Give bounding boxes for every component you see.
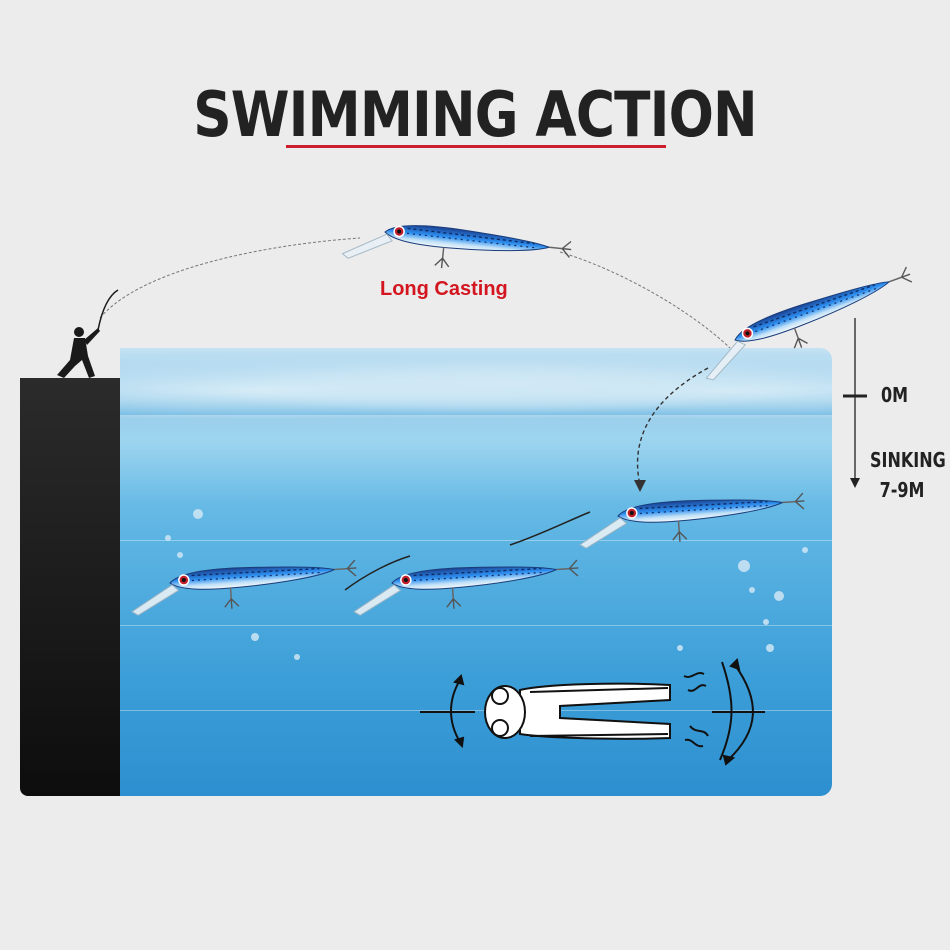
water-line <box>120 625 832 626</box>
sinking-path-arrowhead <box>634 480 646 492</box>
lure-icon <box>693 265 922 383</box>
water-haze <box>120 415 832 505</box>
water-body <box>120 390 832 796</box>
motion-line <box>509 511 591 546</box>
swing-motion-icon <box>420 658 765 766</box>
water-line <box>120 540 832 541</box>
motion-line <box>344 555 411 591</box>
lure-icon <box>341 216 573 283</box>
lure-icon <box>350 558 582 617</box>
long-casting-label: Long Casting <box>380 278 508 300</box>
lure-icon <box>576 491 808 550</box>
depth-sinking-label: SINKING 7-9M <box>870 445 946 505</box>
lure-icon <box>128 558 360 617</box>
page-title: SWIMMING ACTION <box>193 78 757 151</box>
angler-silhouette <box>57 289 119 378</box>
depth-surface-label: 0M <box>881 383 909 407</box>
water-surface-splash <box>120 348 832 418</box>
depth-scale <box>843 318 867 488</box>
water-line <box>120 710 832 711</box>
depth-sinking-line2: 7-9M <box>879 478 925 502</box>
title-underline <box>286 145 666 148</box>
pier-block <box>20 378 120 796</box>
casting-arc <box>559 251 731 349</box>
casting-line <box>99 237 361 319</box>
depth-sinking-line1: SINKING <box>870 448 946 472</box>
sinking-path <box>636 367 709 486</box>
bubbles <box>165 509 808 660</box>
lure-topview-diagram <box>484 682 671 740</box>
